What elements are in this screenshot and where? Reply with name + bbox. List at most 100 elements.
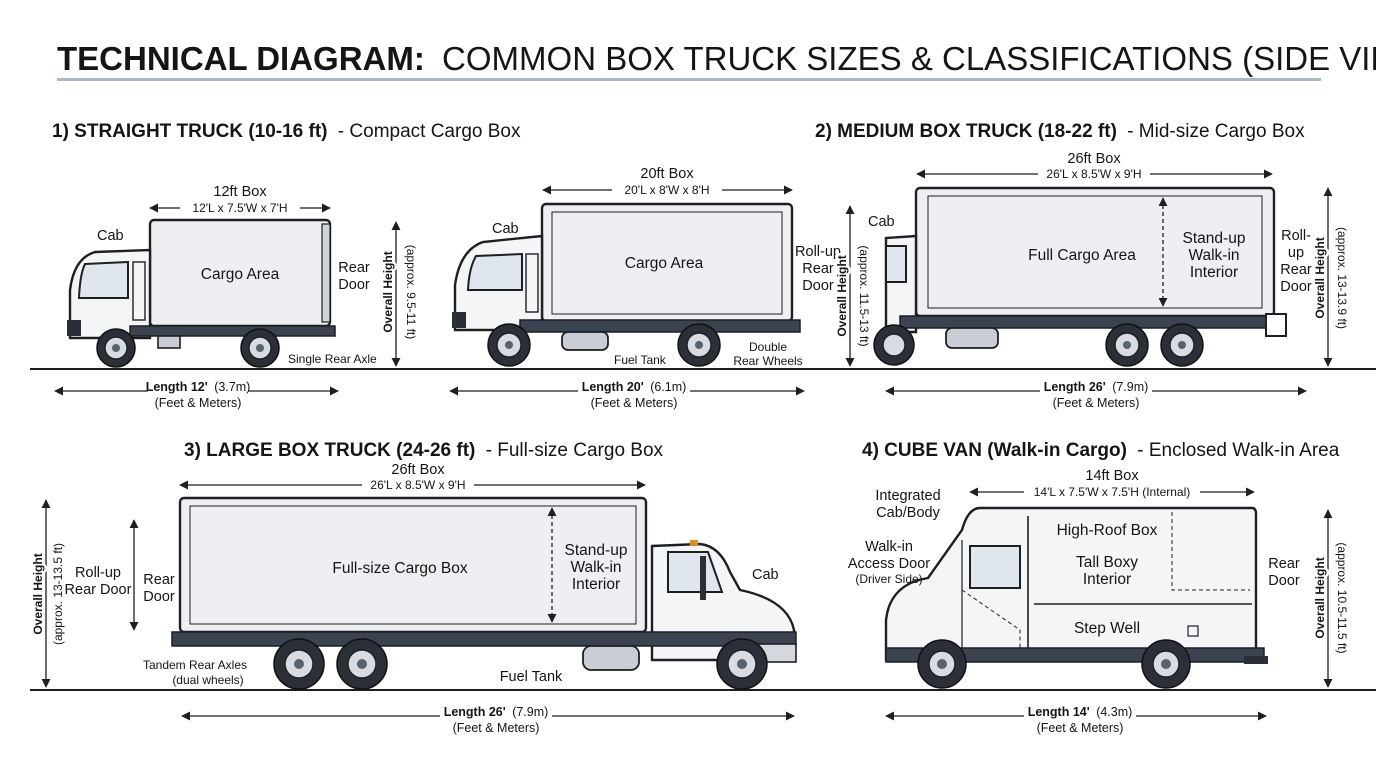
height-sub: (approx. 10.5-11.5 ft) — [1335, 542, 1349, 653]
length-sub: (Feet & Meters) — [1053, 396, 1140, 410]
page-title: TECHNICAL DIAGRAM: COMMON BOX TRUCK SIZE… — [57, 40, 1376, 81]
cab-window — [667, 551, 724, 593]
box-dims: 26'L x 8.5'W x 9'H — [1046, 167, 1141, 181]
section-2-heading-rest: - Mid-size Cargo Box — [1127, 121, 1305, 142]
fuel-tank — [582, 645, 640, 671]
rear-door-label-2: Door — [1268, 573, 1300, 589]
interior-label-3: Interior — [572, 576, 620, 593]
rear-door-label-1: Rear — [338, 260, 370, 276]
height-label: Overall Height — [381, 251, 395, 332]
axle-label-2: (dual wheels) — [172, 673, 243, 687]
rear-door-label-1: Roll- — [1281, 228, 1311, 244]
cargo-area-label: Cargo Area — [201, 266, 280, 283]
step-well-label: Step Well — [1074, 620, 1140, 637]
roll-up-label-2: Rear Door — [65, 582, 132, 598]
interior-label-1: Stand-up — [1183, 230, 1246, 247]
chassis-frame — [899, 315, 1281, 329]
rear-door-label-3: Rear — [1280, 262, 1312, 278]
fuel-tank-label: Fuel Tank — [500, 669, 563, 685]
title-rest: COMMON BOX TRUCK SIZES & CLASSIFICATIONS… — [442, 40, 1376, 77]
length-sub: (Feet & Meters) — [591, 396, 678, 410]
interior-dash — [1171, 512, 1250, 591]
cab-label: Cab — [97, 228, 124, 244]
length-rest: (7.9m) — [1112, 380, 1148, 394]
access-door-label-2: Access Door — [848, 556, 930, 572]
rear-door-label-2: Rear — [802, 261, 834, 277]
interior-label-3: Interior — [1190, 264, 1238, 281]
section-4-heading-bold: 4) CUBE VAN (Walk-in Cargo) — [862, 440, 1127, 461]
title-underline — [57, 78, 1321, 81]
box-title: 20ft Box — [640, 166, 694, 182]
length-bold: Length 12' — [146, 380, 208, 394]
box-title: 14ft Box — [1085, 468, 1139, 484]
height-label: Overall Height — [1313, 237, 1327, 318]
access-door-label-1: Walk-in — [865, 539, 913, 555]
height-sub: (approx. 13-13.9 ft) — [1335, 227, 1349, 329]
fuel-tank — [945, 327, 999, 349]
box-dims: 20'L x 8'W x 8'H — [624, 183, 709, 197]
cab-window — [77, 260, 129, 299]
box-dims: 12'L x 7.5'W x 7'H — [192, 201, 287, 215]
length-sub: (Feet & Meters) — [1037, 721, 1124, 735]
cab-label: Cab — [492, 221, 519, 237]
section-2-heading: 2) MEDIUM BOX TRUCK (18-22 ft) - Mid-siz… — [815, 121, 1305, 142]
integrated-label-1: Integrated — [875, 488, 940, 504]
length-rest: (4.3m) — [1096, 705, 1132, 719]
cube-van: 4) CUBE VAN (Walk-in Cargo) - Enclosed W… — [848, 440, 1349, 735]
length-rest: (3.7m) — [214, 380, 250, 394]
box-title: 26ft Box — [1067, 151, 1121, 167]
fuel-tank-label: Fuel Tank — [614, 353, 667, 367]
rear-door-label-1: Roll-up — [795, 244, 841, 260]
tall-interior-label-2: Interior — [1083, 571, 1131, 588]
cab-label: Cab — [868, 214, 895, 230]
section-4-heading: 4) CUBE VAN (Walk-in Cargo) - Enclosed W… — [862, 440, 1340, 461]
section-1-heading: 1) STRAIGHT TRUCK (10-16 ft) - Compact C… — [52, 121, 521, 142]
rear-door-label-2: Door — [338, 277, 370, 293]
length-rest: (6.1m) — [650, 380, 686, 394]
section-1-heading-bold: 1) STRAIGHT TRUCK (10-16 ft) — [52, 121, 328, 142]
rear-door-label-3: Door — [802, 278, 834, 294]
truck-large: 3) LARGE BOX TRUCK (24-26 ft) - Full-siz… — [29, 440, 797, 735]
height-sub: (approx. 13-13.5 ft) — [51, 543, 65, 645]
chassis-frame — [129, 325, 336, 337]
rear-door-label-4: Door — [1280, 279, 1312, 295]
length-bold: Length 20' — [582, 380, 644, 394]
length-label: Length 12' (3.7m) — [146, 380, 251, 394]
section-3-heading-rest: - Full-size Cargo Box — [486, 440, 664, 461]
height-label: Overall Height — [835, 255, 849, 336]
truck-medium: 2) MEDIUM BOX TRUCK (18-22 ft) - Mid-siz… — [815, 121, 1349, 410]
cargo-area-label: Full Cargo Area — [1028, 247, 1136, 264]
height-sub: (approx. 9.5-11 ft) — [404, 245, 418, 340]
chassis-frame — [171, 631, 797, 647]
interior-label-1: Stand-up — [565, 542, 628, 559]
length-label: Length 14' (4.3m) — [1028, 705, 1133, 719]
axle-label: Single Rear Axle — [288, 352, 377, 366]
length-label: Length 20' (6.1m) — [582, 380, 687, 394]
box-title: 26ft Box — [391, 462, 445, 478]
rear-door-label-2: up — [1288, 245, 1304, 261]
length-label: Length 26' (7.9m) — [1044, 380, 1149, 394]
length-bold: Length 14' — [1028, 705, 1090, 719]
length-label: Length 26' (7.9m) — [444, 705, 549, 719]
chassis-frame — [519, 319, 801, 333]
section-3-heading-bold: 3) LARGE BOX TRUCK (24-26 ft) — [184, 440, 475, 461]
height-sub: (approx. 11.5-13 ft) — [857, 245, 871, 346]
truck-12ft: 12ft Box 12'L x 7.5'W x 7'H Cab Cargo Ar… — [54, 184, 418, 410]
box-title: 12ft Box — [213, 184, 267, 200]
axle-label-1: Double — [749, 340, 787, 354]
height-label: Overall Height — [1313, 557, 1327, 638]
section-3-heading: 3) LARGE BOX TRUCK (24-26 ft) - Full-siz… — [184, 440, 664, 461]
cargo-area-label: Full-size Cargo Box — [332, 560, 467, 577]
cab-window — [466, 252, 523, 291]
interior-label-2: Walk-in — [1188, 247, 1239, 264]
length-sub: (Feet & Meters) — [453, 721, 540, 735]
section-4-heading-rest: - Enclosed Walk-in Area — [1137, 440, 1339, 461]
integrated-label-2: Cab/Body — [876, 505, 940, 521]
axle-label-2: Rear Wheels — [733, 354, 802, 368]
length-rest: (7.9m) — [512, 705, 548, 719]
section-1-heading-rest: - Compact Cargo Box — [338, 121, 521, 142]
rear-door-label-1: Rear — [143, 572, 175, 588]
tall-interior-label-1: Tall Boxy — [1076, 554, 1138, 571]
